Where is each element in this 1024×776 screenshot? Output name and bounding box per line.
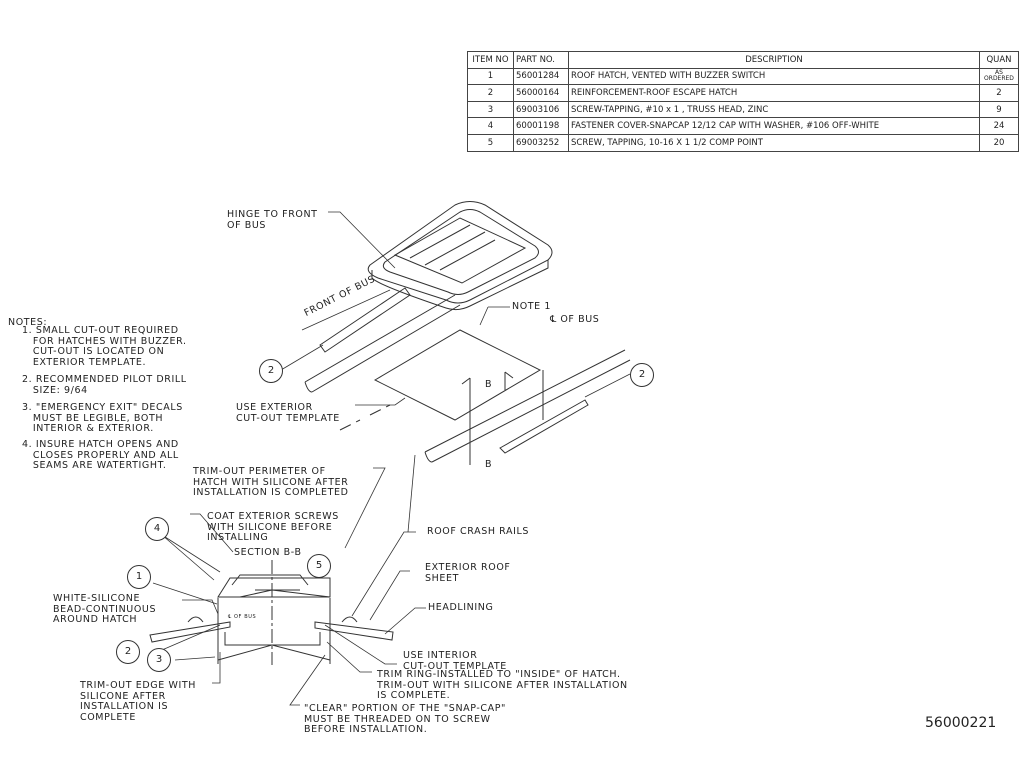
balloon-item-5: 5 bbox=[307, 554, 331, 578]
note-3: 3. "EMERGENCY EXIT" DECALS MUST BE LEGIB… bbox=[22, 402, 183, 434]
label-white-silicone: WHITE-SILICONE BEAD-CONTINUOUS AROUND HA… bbox=[53, 593, 157, 625]
label-trim-ring: TRIM RING-INSTALLED TO "INSIDE" OF HATCH… bbox=[377, 669, 628, 701]
quantity: 24 bbox=[979, 117, 1019, 135]
quantity: 20 bbox=[979, 133, 1019, 152]
note-4: 4. INSURE HATCH OPENS AND CLOSES PROPERL… bbox=[22, 439, 179, 471]
label-use-interior: USE INTERIOR CUT-OUT TEMPLATE bbox=[403, 650, 507, 672]
section-b-b-drawing bbox=[149, 560, 394, 665]
exterior-cutout-template bbox=[339, 329, 544, 465]
label-use-exterior: USE EXTERIOR CUT-OUT TEMPLATE bbox=[236, 402, 340, 424]
qty-top: AS bbox=[995, 69, 1003, 77]
roof-hatch-drawing bbox=[367, 201, 553, 311]
item-no: 5 bbox=[467, 133, 514, 152]
label-trim-edge: TRIM-OUT EDGE WITH SILICONE AFTER INSTAL… bbox=[80, 680, 196, 723]
qty-bottom: ORDERED bbox=[984, 75, 1014, 83]
table-header-row: ITEM NO PART NO. DESCRIPTION QUAN bbox=[467, 51, 1019, 69]
label-exterior-roof-sheet: EXTERIOR ROOF SHEET bbox=[425, 562, 511, 584]
part-no: 69003252 bbox=[513, 133, 569, 152]
balloon-item-2: 2 bbox=[630, 363, 654, 387]
reinforcement-rails bbox=[304, 287, 631, 463]
section-marker-b: B bbox=[485, 379, 493, 390]
drawing-number: 56000221 bbox=[925, 715, 997, 731]
balloon-item-1: 1 bbox=[127, 565, 151, 589]
bill-of-materials: ITEM NO PART NO. DESCRIPTION QUAN 1 5600… bbox=[467, 51, 1019, 152]
label-note-1: NOTE 1 bbox=[512, 301, 552, 312]
balloon-item-3: 3 bbox=[147, 648, 171, 672]
notes-title: NOTES: bbox=[8, 317, 48, 328]
description: SCREW, TAPPING, 10-16 X 1 1/2 COMP POINT bbox=[568, 133, 980, 152]
note-2: 2. RECOMMENDED PILOT DRILL SIZE: 9/64 bbox=[22, 374, 187, 396]
section-marker-b: B bbox=[485, 459, 493, 470]
balloon-item-2: 2 bbox=[259, 359, 283, 383]
note-1: 1. SMALL CUT-OUT REQUIRED FOR HATCHES WI… bbox=[22, 325, 187, 368]
label-roof-crash-rails: ROOF CRASH RAILS bbox=[427, 526, 530, 537]
label-centerline: ℄ OF BUS bbox=[550, 314, 600, 325]
label-trim-perimeter: TRIM-OUT PERIMETER OF HATCH WITH SILICON… bbox=[193, 466, 349, 498]
label-headlining: HEADLINING bbox=[428, 602, 494, 613]
section-title: SECTION B-B bbox=[234, 547, 302, 558]
balloon-item-4: 4 bbox=[145, 517, 169, 541]
label-coat-screws: COAT EXTERIOR SCREWS WITH SILICONE BEFOR… bbox=[207, 511, 339, 543]
label-hinge: HINGE TO FRONT OF BUS bbox=[227, 209, 318, 231]
label-clear-portion: "CLEAR" PORTION OF THE "SNAP-CAP" MUST B… bbox=[304, 703, 507, 735]
label-centerline-small: ℄ OF BUS bbox=[228, 614, 257, 620]
table-row: 5 69003252 SCREW, TAPPING, 10-16 X 1 1/2… bbox=[467, 133, 1019, 152]
leader-lines bbox=[152, 211, 631, 706]
balloon-item-2: 2 bbox=[116, 640, 140, 664]
